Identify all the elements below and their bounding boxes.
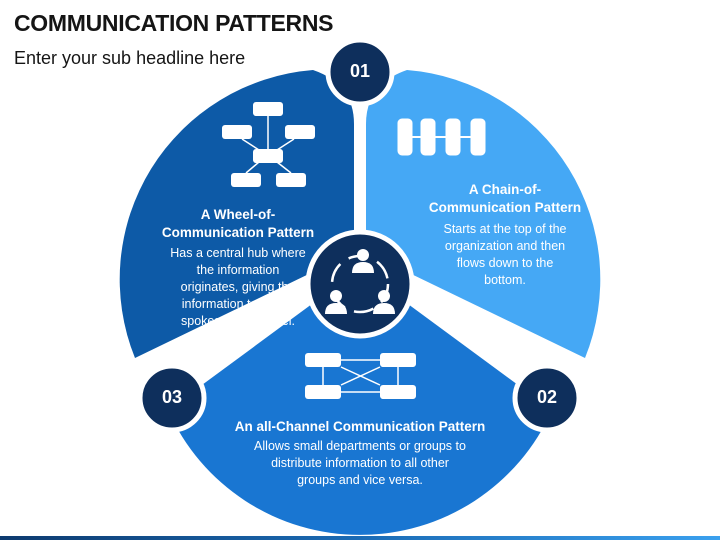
segment-all-channel bbox=[168, 273, 552, 535]
chain-title: A Chain-of- Communication Pattern bbox=[428, 182, 582, 215]
badge-number-01: 01 bbox=[349, 61, 371, 81]
badge-number-02: 02 bbox=[536, 387, 558, 407]
team-network-icon bbox=[325, 249, 395, 314]
page-subtitle: Enter your sub headline here bbox=[14, 48, 246, 68]
badge-02 bbox=[512, 363, 582, 433]
page-title: COMMUNICATION PATTERNS bbox=[14, 10, 334, 36]
all-channel-title: An all-Channel Communication Pattern bbox=[234, 419, 486, 434]
all-channel-icon bbox=[305, 353, 416, 399]
footer-bar bbox=[0, 536, 720, 540]
chain-icon bbox=[397, 118, 486, 156]
segment-wheel bbox=[119, 70, 355, 358]
badge-03 bbox=[137, 363, 207, 433]
wheel-description: Has a central hub where the information … bbox=[170, 246, 306, 328]
badge-number-03: 03 bbox=[161, 387, 183, 407]
wheel-title: A Wheel-of- Communication Pattern bbox=[161, 207, 315, 240]
chain-description: Starts at the top of the organization an… bbox=[443, 222, 567, 287]
wheel-icon bbox=[222, 102, 315, 187]
badge-01 bbox=[325, 37, 395, 107]
all-channel-description: Allows small departments or groups to di… bbox=[254, 439, 466, 487]
